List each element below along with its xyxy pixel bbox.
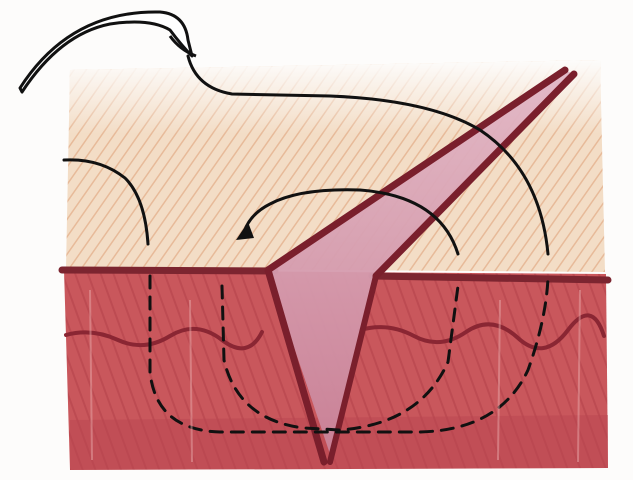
- diagram-canvas: [0, 0, 633, 480]
- suture-diagram: [0, 0, 633, 480]
